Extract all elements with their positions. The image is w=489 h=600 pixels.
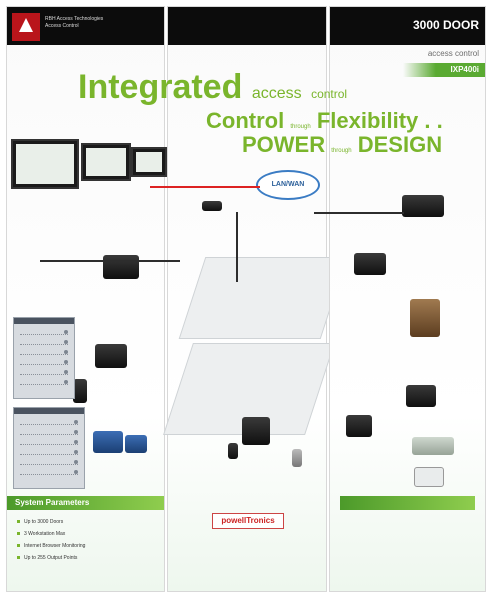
monitor-2 [81,143,131,181]
controller-top-right [402,195,444,217]
headline-line1: Integrated access control [78,68,348,106]
lan-wan-cloud: LAN/WAN [256,170,320,200]
param-2: 3 Workstation Max [17,531,65,537]
io-panel-2 [13,407,85,489]
keypad-device [73,379,87,403]
right-panel: 3000 DOOR access control IXP400i [329,6,486,592]
center-panel: powellTronics [163,6,348,592]
reader-center [242,417,270,445]
powell-logo: powellTronics [212,513,284,529]
left-panel: RBH Access Technologies Access Control S… [6,6,167,592]
remote-center [292,449,302,467]
access-control-label: access control [427,49,479,58]
param-3: Internet Browser Monitoring [17,543,85,549]
top-bar-center [168,7,326,45]
keypad-center [228,443,238,459]
controller-lower-right [406,385,436,407]
lcd-panel [412,437,454,455]
monitor-1 [11,139,79,189]
controller-mid-right [354,253,386,275]
controller-device [103,255,139,279]
model-label: IXP400i [403,63,485,77]
reader-device [95,344,127,368]
top-bar-right: 3000 DOOR [330,7,485,45]
bus-wire-2 [314,212,404,214]
param-1: Up to 3000 Doors [17,519,63,525]
network-wire [150,186,260,188]
headline-line2: Control through Flexibility . . [206,108,443,133]
brand-text: RBH Access Technologies Access Control [45,16,104,29]
reader-lower-right [346,415,372,437]
bus-wire-1 [236,212,238,282]
bus-wire-3 [40,260,180,262]
right-green-bar [340,496,475,510]
power-supply-1 [93,431,123,453]
top-bar: RBH Access Technologies Access Control [7,7,164,45]
company-logo [12,13,40,41]
door-title: 3000 DOOR [412,18,479,32]
headline-line3: POWER through DESIGN [242,132,443,157]
io-panel-1 [13,317,75,399]
param-4: Up to 255 Output Points [17,555,77,561]
meter-panel [414,467,444,487]
turnstile-device [410,299,440,337]
power-supply-2 [125,435,147,453]
router-device [202,201,222,211]
floorplan-upper [178,257,348,339]
system-parameters-bar: System Parameters [7,496,164,510]
monitor-3 [131,147,167,177]
